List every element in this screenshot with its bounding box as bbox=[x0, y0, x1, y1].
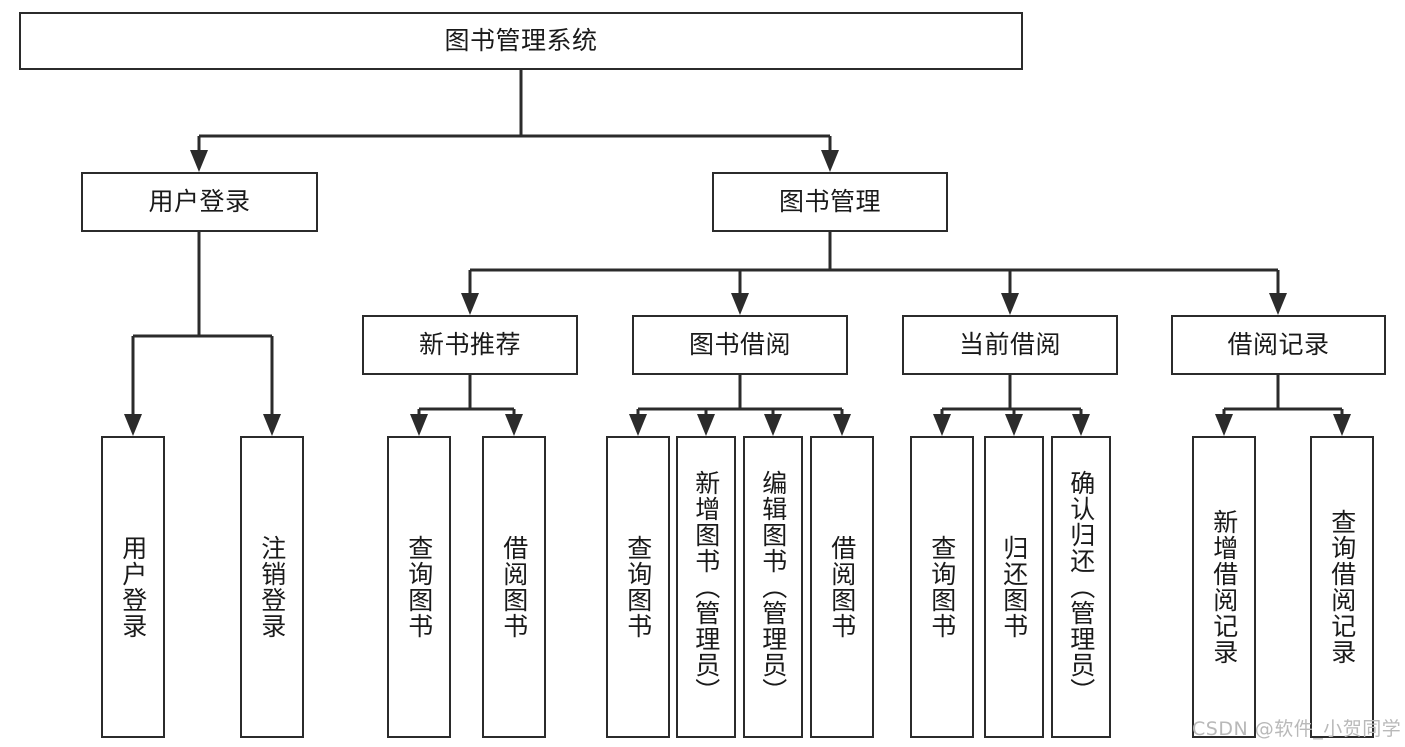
node-leaf-borrow-book-1[interactable]: 借阅图书 bbox=[482, 436, 546, 738]
node-leaf-query-book-2[interactable]: 查询图书 bbox=[606, 436, 670, 738]
node-leaf-query-book-1[interactable]: 查询图书 bbox=[387, 436, 451, 738]
node-leaf-add-book-admin-label: 新增图书（管理员） bbox=[691, 470, 721, 704]
node-leaf-query-book-2-label: 查询图书 bbox=[623, 535, 653, 639]
node-leaf-borrow-book-2-label: 借阅图书 bbox=[827, 535, 857, 639]
node-leaf-user-login[interactable]: 用户登录 bbox=[101, 436, 165, 738]
node-leaf-query-book-3-label: 查询图书 bbox=[927, 535, 957, 639]
node-leaf-borrow-book-2[interactable]: 借阅图书 bbox=[810, 436, 874, 738]
node-leaf-user-login-label: 用户登录 bbox=[118, 535, 148, 639]
node-leaf-logout[interactable]: 注销登录 bbox=[240, 436, 304, 738]
node-current-borrow[interactable]: 当前借阅 bbox=[902, 315, 1118, 375]
node-new-book-recommend-label: 新书推荐 bbox=[418, 330, 521, 359]
node-user-login-label: 用户登录 bbox=[148, 187, 251, 216]
node-book-borrow[interactable]: 图书借阅 bbox=[632, 315, 848, 375]
node-leaf-return-book[interactable]: 归还图书 bbox=[984, 436, 1044, 738]
node-leaf-add-book-admin[interactable]: 新增图书（管理员） bbox=[676, 436, 736, 738]
node-leaf-add-borrow-record[interactable]: 新增借阅记录 bbox=[1192, 436, 1256, 738]
watermark-text: CSDN @软件_小贺同学 bbox=[1192, 718, 1402, 740]
node-new-book-recommend[interactable]: 新书推荐 bbox=[362, 315, 578, 375]
node-leaf-confirm-return-admin[interactable]: 确认归还（管理员） bbox=[1051, 436, 1111, 738]
node-leaf-return-book-label: 归还图书 bbox=[999, 535, 1029, 639]
node-leaf-confirm-return-admin-label: 确认归还（管理员） bbox=[1066, 470, 1096, 704]
node-book-manage-label: 图书管理 bbox=[778, 187, 881, 216]
node-leaf-query-borrow-record[interactable]: 查询借阅记录 bbox=[1310, 436, 1374, 738]
node-leaf-query-book-1-label: 查询图书 bbox=[404, 535, 434, 639]
node-leaf-edit-book-admin[interactable]: 编辑图书（管理员） bbox=[743, 436, 803, 738]
node-leaf-edit-book-admin-label: 编辑图书（管理员） bbox=[758, 470, 788, 704]
node-current-borrow-label: 当前借阅 bbox=[958, 330, 1061, 359]
node-leaf-query-book-3[interactable]: 查询图书 bbox=[910, 436, 974, 738]
node-borrow-record-label: 借阅记录 bbox=[1227, 330, 1330, 359]
node-leaf-borrow-book-1-label: 借阅图书 bbox=[499, 535, 529, 639]
node-borrow-record[interactable]: 借阅记录 bbox=[1171, 315, 1386, 375]
node-book-borrow-label: 图书借阅 bbox=[688, 330, 791, 359]
node-leaf-add-borrow-record-label: 新增借阅记录 bbox=[1209, 509, 1239, 665]
node-root-label: 图书管理系统 bbox=[444, 26, 598, 55]
node-book-manage[interactable]: 图书管理 bbox=[712, 172, 948, 232]
node-leaf-query-borrow-record-label: 查询借阅记录 bbox=[1327, 509, 1357, 665]
node-root[interactable]: 图书管理系统 bbox=[19, 12, 1023, 70]
node-user-login[interactable]: 用户登录 bbox=[81, 172, 318, 232]
node-leaf-logout-label: 注销登录 bbox=[257, 535, 287, 639]
